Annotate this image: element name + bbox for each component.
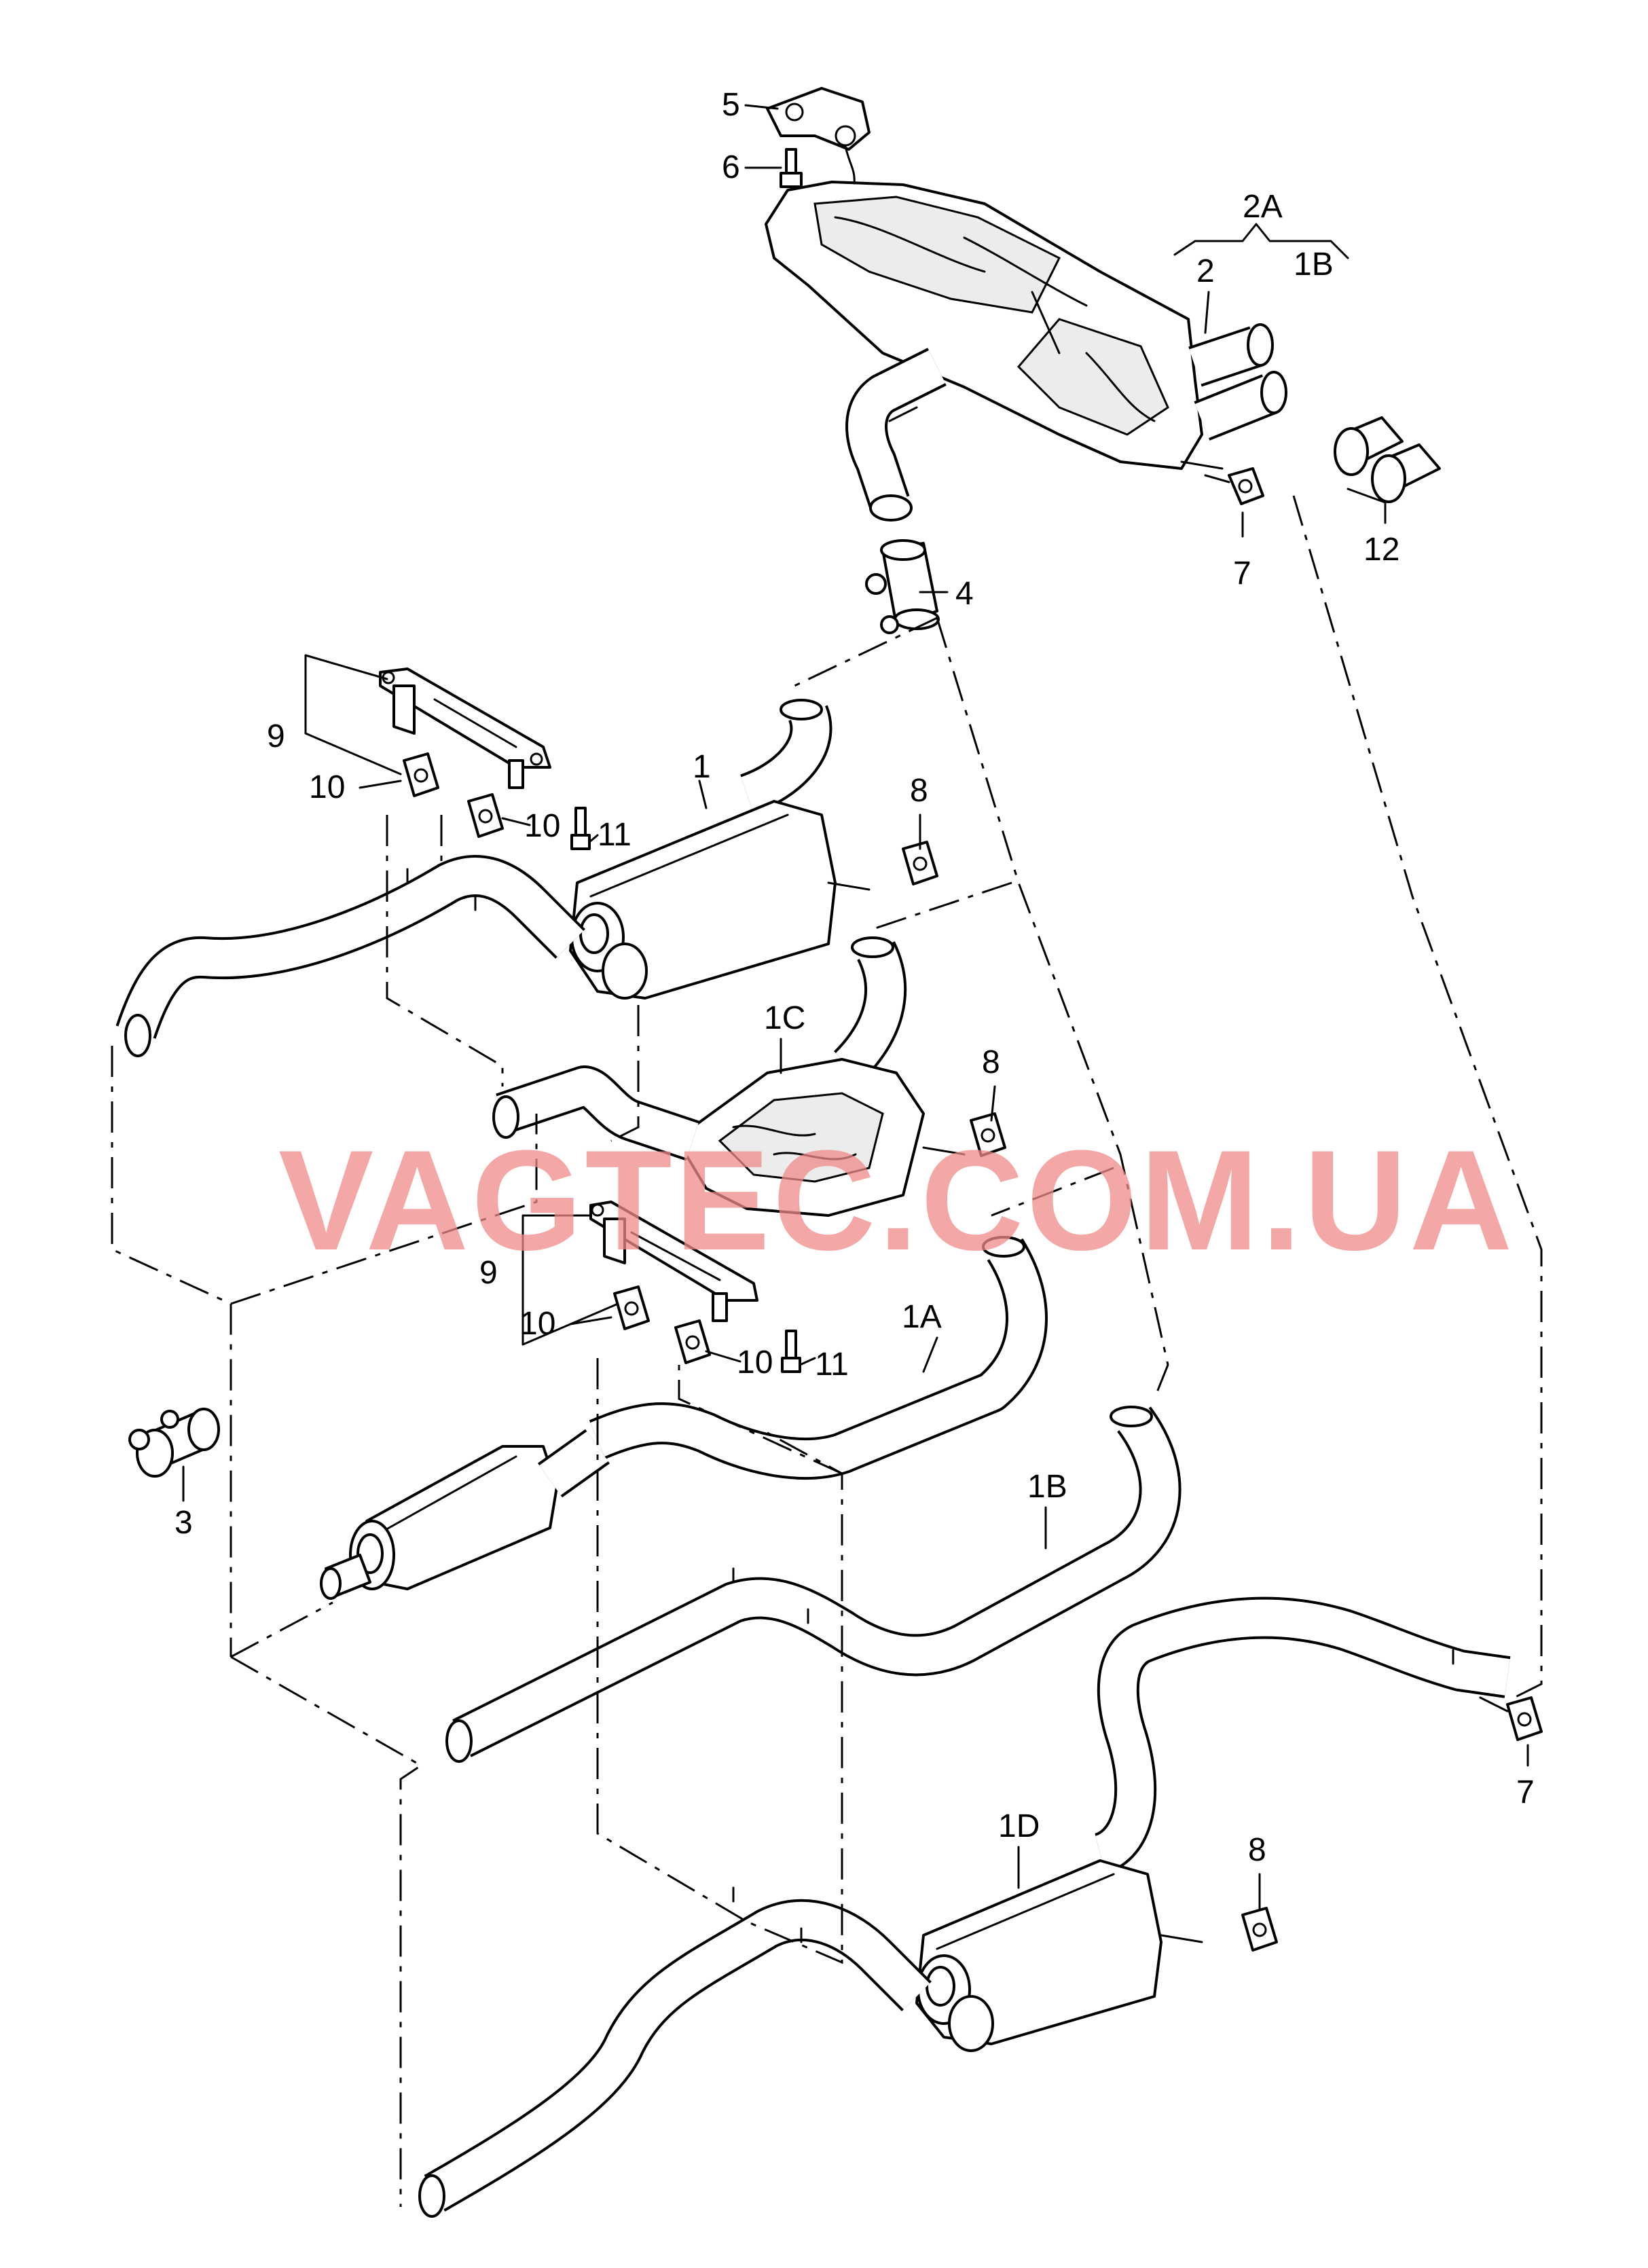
middle-silencer-1	[115, 699, 871, 1057]
rubber-mount-7-top	[1204, 467, 1264, 505]
callout-8-c: 8	[1248, 1832, 1266, 1868]
rubber-mount-10-a	[403, 752, 439, 797]
pipe-1B	[445, 1406, 1182, 1763]
callout-11-top: 11	[598, 817, 631, 853]
callout-7-top: 7	[1233, 555, 1251, 591]
callout-5: 5	[722, 87, 740, 123]
callout-7-bottom: 7	[1516, 1774, 1535, 1810]
rubber-mount-8-a	[902, 841, 938, 885]
rubber-mount-10-d	[674, 1319, 711, 1364]
callout-2A: 2A	[1243, 189, 1283, 225]
rubber-mount-7-bottom	[1479, 1696, 1543, 1741]
rubber-mount-10-b	[467, 793, 504, 838]
tail-pipe-tips	[1334, 416, 1441, 503]
callout-6: 6	[722, 149, 740, 185]
bolt-top	[780, 148, 803, 188]
front-pipe-1A	[320, 1236, 1048, 1600]
watermark-text: VAGTEC.COM.UA	[278, 1120, 1515, 1280]
mount-bracket-9-top	[379, 667, 551, 789]
callout-1C: 1C	[764, 1000, 805, 1036]
callout-2: 2	[1196, 253, 1215, 289]
callout-8-b: 8	[982, 1044, 1000, 1080]
callout-3: 3	[175, 1505, 193, 1541]
middle-silencer-1C	[492, 936, 966, 1217]
callout-10-c: 10	[519, 1306, 555, 1342]
callout-10-a: 10	[309, 769, 345, 805]
callout-4: 4	[955, 576, 974, 612]
callout-9-top: 9	[267, 718, 285, 754]
callout-1B-top: 1B	[1294, 246, 1334, 282]
callout-11-bottom: 11	[815, 1347, 849, 1383]
leader-lines	[182, 104, 1529, 1909]
clamp-3	[128, 1408, 220, 1478]
silencer-1D	[418, 1596, 1511, 2218]
callout-1: 1	[693, 749, 711, 785]
callout-8-a: 8	[910, 773, 928, 809]
callout-10-b: 10	[524, 808, 560, 844]
callout-12: 12	[1363, 532, 1399, 568]
bolt-11-bottom	[781, 1330, 801, 1373]
callout-1D: 1D	[998, 1808, 1040, 1844]
hanger-bracket-top	[766, 87, 871, 185]
callout-9-bottom: 9	[479, 1255, 498, 1291]
rubber-mount-10-c	[613, 1285, 650, 1330]
callout-labels: 5 6 2A 1B 2 12 7 4 9 1 8 10 10 11 1C 8 9…	[175, 87, 1535, 1868]
rubber-mount-8-c	[1241, 1907, 1278, 1952]
clamp-4	[865, 539, 940, 634]
callout-1A: 1A	[902, 1299, 942, 1335]
bolt-11-top	[570, 807, 591, 850]
assembly-lines	[111, 495, 1543, 2207]
rubber-mount-8-b	[970, 1112, 1006, 1157]
mount-bracket-9-bottom	[589, 1201, 758, 1322]
callout-10-d: 10	[737, 1345, 773, 1380]
rear-silencer	[765, 181, 1287, 522]
callout-1B: 1B	[1027, 1469, 1067, 1505]
